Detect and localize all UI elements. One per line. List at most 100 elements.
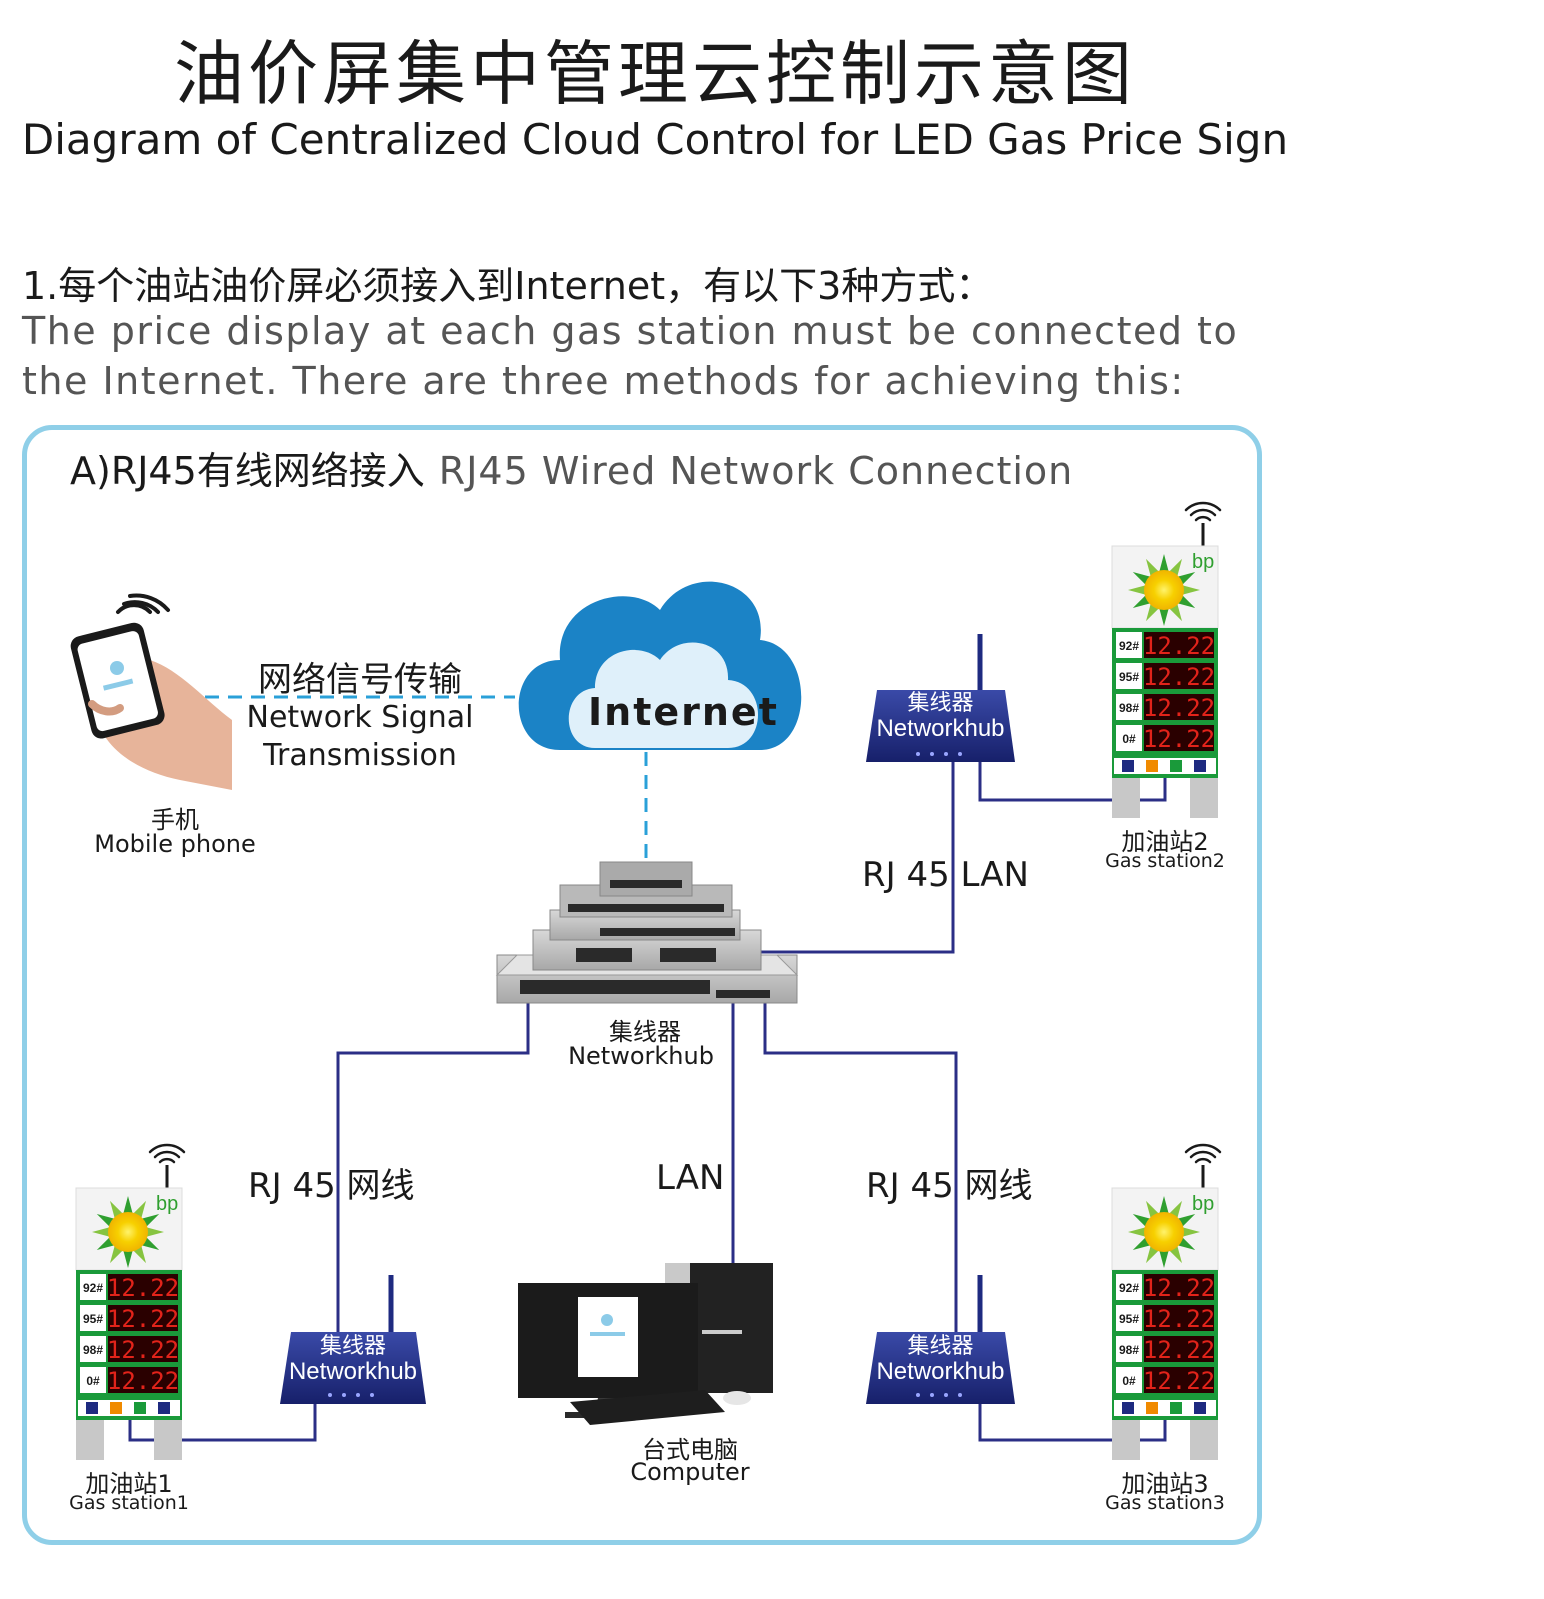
- hub-station3-label-en: Networkhub: [876, 1358, 1005, 1386]
- link-label-right: RJ 45 网线: [866, 1166, 1033, 1206]
- hub-box-station3: [866, 1275, 1015, 1404]
- station1-label-cn: 加油站1: [85, 1470, 173, 1498]
- diagram-panel: [22, 425, 1262, 1545]
- grade-box: [1116, 663, 1142, 689]
- computer-label-en: Computer: [630, 1458, 750, 1486]
- led-display: [1144, 725, 1214, 751]
- main-hub-label-en: Networkhub: [568, 1042, 714, 1070]
- station3-label-en: Gas station3: [1105, 1492, 1225, 1514]
- wifi-icon: [1184, 1143, 1222, 1164]
- intro-text-en: The price display at each gas station mu…: [22, 306, 1238, 406]
- led-display: [108, 1274, 178, 1300]
- intro-line-1: The price display at each gas station mu…: [22, 309, 1239, 353]
- hub-station1-label-en: Networkhub: [288, 1358, 418, 1386]
- hub-box-station2: [866, 634, 1015, 762]
- page-title-cn: 油价屏集中管理云控制示意图: [174, 33, 1136, 115]
- internet-label: Internet: [588, 690, 779, 734]
- station3-label-cn: 加油站3: [1121, 1470, 1209, 1498]
- price-value: 12.22: [1143, 632, 1215, 660]
- service-strip: [1114, 758, 1216, 774]
- price-value: 12.22: [1143, 1274, 1215, 1302]
- phone-label-cn: 手机: [151, 806, 199, 834]
- grade-label: 95#: [83, 1312, 103, 1326]
- station1-label-en: Gas station1: [69, 1492, 189, 1514]
- led-display: [1144, 1336, 1214, 1362]
- connection-lines: [128, 760, 1167, 1442]
- price-value: 12.22: [1143, 663, 1215, 691]
- service-icon: [1170, 1402, 1182, 1414]
- signal-label-en-2: Transmission: [263, 738, 457, 773]
- grade-label: 95#: [1119, 1312, 1139, 1326]
- bp-logo-icon: [92, 1196, 164, 1268]
- hub-station2-label-cn: 集线器: [907, 690, 974, 715]
- service-icon: [1122, 760, 1134, 772]
- grade-box: [1116, 1336, 1142, 1362]
- price-value: 12.22: [1143, 725, 1215, 753]
- grade-box: [1116, 632, 1142, 658]
- hub-station1: 集线器 Networkhub: [280, 1333, 426, 1386]
- hub-station3: 集线器 Networkhub: [866, 1333, 1015, 1386]
- sign-leg: [154, 1420, 182, 1460]
- price-value: 12.22: [1143, 1367, 1215, 1395]
- hub-station3-label-cn: 集线器: [907, 1333, 974, 1358]
- led-display: [1144, 1305, 1214, 1331]
- led-display: [108, 1336, 178, 1362]
- signal-label-en-1: Network Signal: [246, 700, 474, 735]
- station2-label-cn: 加油站2: [1121, 828, 1209, 856]
- brand-text: bp: [1192, 1193, 1214, 1215]
- price-value: 12.22: [107, 1336, 179, 1364]
- dashed-lines: [205, 695, 648, 860]
- grade-box: [80, 1336, 106, 1362]
- bp-logo-icon: [1128, 1196, 1200, 1268]
- station2-label-en: Gas station2: [1105, 850, 1225, 872]
- sign-leg: [1112, 778, 1140, 818]
- hub-station1-label-cn: 集线器: [319, 1333, 386, 1358]
- sign-leg: [1190, 778, 1218, 818]
- line-hub3-to-station3: [978, 1400, 1167, 1442]
- price-value: 12.22: [107, 1367, 179, 1395]
- service-strip: [1114, 1400, 1216, 1416]
- led-display: [1144, 1367, 1214, 1393]
- grade-box: [80, 1305, 106, 1331]
- computer-icon: [518, 1263, 773, 1425]
- internet-cloud-icon: [518, 581, 802, 750]
- price-value: 12.22: [1143, 1305, 1215, 1333]
- grade-box: [1116, 1274, 1142, 1300]
- led-display: [1144, 1274, 1214, 1300]
- hub-station2: 集线器 Networkhub: [866, 690, 1015, 743]
- service-strip: [78, 1400, 180, 1416]
- price-value: 12.22: [107, 1274, 179, 1302]
- wifi-icon: [148, 1143, 186, 1164]
- led-display: [108, 1367, 178, 1393]
- grade-label: 0#: [1122, 732, 1136, 746]
- intro-heading-cn: 1.每个油站油价屏必须接入到Internet，有以下3种方式：: [22, 264, 994, 308]
- sign-leg: [1112, 1420, 1140, 1460]
- mobile-phone-icon: [70, 593, 232, 790]
- led-display: [1144, 663, 1214, 689]
- sign-leg: [76, 1420, 104, 1460]
- link-label-center: LAN: [656, 1158, 725, 1198]
- wifi-icon: [116, 593, 170, 614]
- signal-label-cn: 网络信号传输: [258, 660, 462, 700]
- service-icon: [1122, 1402, 1134, 1414]
- link-label-top-right: RJ 45 LAN: [862, 855, 1029, 895]
- grade-box: [1116, 1305, 1142, 1331]
- price-value: 12.22: [107, 1305, 179, 1333]
- panel-title-en: RJ45 Wired Network Connection: [438, 449, 1074, 493]
- grade-label: 98#: [83, 1343, 103, 1357]
- service-icon: [158, 1402, 170, 1414]
- grade-box: [1116, 1367, 1142, 1393]
- grade-label: 92#: [1119, 639, 1139, 653]
- grade-box: [1116, 694, 1142, 720]
- line-switch-to-hub1: [336, 1000, 530, 1335]
- service-icon: [134, 1402, 146, 1414]
- wifi-icon: [1184, 501, 1222, 522]
- sign-leg: [1190, 1420, 1218, 1460]
- brand-text: bp: [1192, 551, 1214, 573]
- page-title-en: Diagram of Centralized Cloud Control for…: [21, 115, 1289, 164]
- led-display: [1144, 694, 1214, 720]
